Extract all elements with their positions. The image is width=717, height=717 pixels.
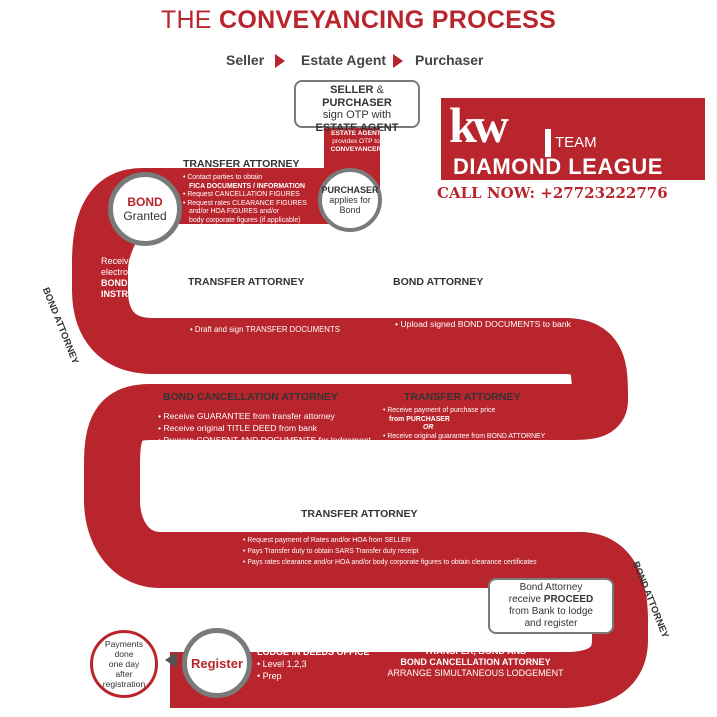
transfer4-heading: TRANSFER ATTORNEY [301, 508, 418, 520]
kw-team-logo: kw TEAM DIAMOND LEAGUE [441, 97, 705, 180]
payments-circle: Payments done one day after registration [90, 630, 158, 698]
arrow-right-icon [393, 54, 403, 68]
otp-box: SELLER & PURCHASER sign OTP with ESTATE … [294, 80, 420, 134]
agent-note-l1: ESTATE AGENT [331, 130, 381, 137]
receives-l3: BOND [101, 278, 128, 288]
page-title: THE CONVEYANCING PROCESS [0, 6, 717, 35]
transfer1-item: Contact parties to obtain [187, 174, 263, 181]
agent-note-l3: CONVEYANCER [330, 146, 382, 153]
bond-cancellation-list: • Receive GUARANTEE from transfer attorn… [158, 411, 371, 445]
kw-team: TEAM [555, 134, 597, 151]
arrow-right-icon [275, 54, 285, 68]
proceed-l1: Bond Attorney [519, 582, 583, 593]
flow-purchaser: Purchaser [415, 52, 484, 68]
transfer4-item: Pays Transfer duty to obtain SARS Transf… [247, 548, 419, 555]
otp-line3: ESTATE AGENT [315, 121, 399, 134]
agent-note-l2: provides OTP to [332, 138, 380, 145]
receives-instruction: Receives electronic BOND INSTRUCTION [101, 256, 163, 300]
agent-note: ESTATE AGENT provides OTP to CONVEYANCER [328, 130, 384, 154]
bond-granted-circle: BOND Granted [108, 172, 182, 246]
receives-l1: Receives [101, 256, 139, 266]
purchaser-l3: Bond [339, 205, 361, 215]
transfer3-item: OR [423, 424, 434, 432]
transfer1-item: FICA DOCUMENTS / INFORMATION [189, 182, 305, 190]
otp-line2: sign OTP with [322, 109, 392, 121]
transfer1-list: • Contact parties to obtain FICA DOCUMEN… [183, 174, 307, 224]
transfer3-heading: TRANSFER ATTORNEY [404, 391, 521, 403]
kw-diamond-league: DIAMOND LEAGUE [453, 154, 663, 179]
transfer2-heading: TRANSFER ATTORNEY [188, 276, 305, 288]
transfer3-item: Receive payment of purchase price [387, 407, 496, 414]
proceed-l2b: PROCEED [543, 594, 594, 605]
transfer1-heading: TRANSFER ATTORNEY [183, 158, 300, 170]
bond-cancellation-item: Prepare CONSENT AND DOCUMENTS for lodgem… [163, 435, 371, 445]
title-bold: CONVEYANCING PROCESS [219, 6, 557, 34]
simultaneous-l1: TRANSFER, BOND AND [424, 646, 527, 656]
transfer2-item: Draft and sign TRANSFER DOCUMENTS [194, 325, 340, 334]
lodge-heading: LODGE IN DEEDS OFFICE [257, 647, 370, 657]
bond-attorney-item: Sends GUARANTEES to transfer attorney [400, 307, 561, 317]
receives-l2: electronic [101, 267, 140, 277]
proceed-l4: and register [524, 618, 578, 629]
otp-amp: & [373, 84, 384, 96]
purchaser-circle: PURCHASER applies for Bond [318, 168, 382, 232]
transfer4-item: Request payment of Rates and/or HOA from… [247, 537, 411, 544]
road-path [72, 120, 648, 708]
proceed-l3b: to lodge [554, 606, 593, 617]
kw-letters: kw [449, 97, 509, 153]
simultaneous-l3: ARRANGE SIMULTANEOUS LODGEMENT [387, 668, 564, 678]
bond-granted-title: BOND [127, 195, 163, 209]
kw-divider [545, 129, 551, 157]
transfer4-list: • PURCHASER pays transfer costs upon req… [243, 526, 537, 566]
bond-cancellation-item: Receive GUARANTEE from transfer attorney [163, 411, 335, 421]
bond-attorney-list: • DRAFT & SIGN bond documents • Sends GU… [395, 295, 571, 329]
transfer1-item: body corporate figures (if applicable) [189, 216, 301, 224]
bond-cancellation-heading: BOND CANCELLATION ATTORNEY [163, 391, 339, 403]
transfer1-item: and/or HOA FIGURES and/or [189, 208, 279, 216]
bond-attorney-heading: BOND ATTORNEY [393, 276, 484, 288]
transfer2-list: • Provides GUARANTEE requirements to bon… [190, 296, 340, 334]
lodge-item: Level 1,2,3 [262, 659, 307, 669]
proceed-l2a: receive [508, 594, 544, 605]
transfer3-item: and send to BOND CANCELLATION ATTORNEY [389, 441, 540, 449]
register-circle: Register [182, 628, 252, 698]
transfer4-item: PURCHASER pays transfer costs upon reque… [247, 526, 393, 533]
call-now: CALL NOW: +27723222776 [437, 184, 668, 202]
flow-estate-agent: Estate Agent [301, 52, 387, 68]
flow-seller: Seller [226, 52, 265, 68]
transfer3-item: from PURCHASER [389, 415, 450, 423]
bond-attorney-item: Upload signed BOND DOCUMENTS to bank [400, 319, 571, 329]
payments-l2: done [114, 649, 134, 659]
payments-l4: after [115, 669, 133, 679]
bond-cancellation-item: Receive original TITLE DEED from bank [163, 423, 318, 433]
proceed-l3: from Bank [509, 606, 555, 617]
payments-l3: one day [108, 659, 140, 669]
transfer3-list: • Receive payment of purchase price from… [383, 407, 546, 449]
payments-l5: registration [102, 679, 146, 689]
receives-l4: INSTRUCTION [101, 289, 163, 299]
lodge-deeds-office: LODGE IN DEEDS OFFICE • Level 1,2,3 • Pr… [257, 647, 370, 681]
transfer1-item: Request CANCELLATION FIGURES [187, 191, 300, 199]
register-label: Register [190, 655, 244, 671]
purchaser-l2: applies for [329, 195, 371, 205]
arrow-left-icon [165, 652, 177, 668]
purchaser-title: PURCHASER [321, 185, 379, 195]
transfer2-item: requirements to bond attorney [196, 305, 301, 315]
payments-l1: Payments [104, 639, 144, 649]
proceed-box: Bond Attorney receive PROCEED from Bank … [488, 578, 614, 634]
transfer4-item: Pays rates clearance and/or HOA and/or b… [247, 559, 537, 566]
transfer2-item: Provides GUARANTEE [194, 296, 276, 305]
otp-purchaser: PURCHASER [322, 96, 392, 109]
bond-granted-sub: Granted [123, 209, 167, 223]
lodge-item: Prep [262, 671, 282, 681]
otp-seller: SELLER [330, 84, 374, 96]
transfer1-item: Request rates CLEARANCE FIGURES [187, 199, 307, 207]
transfer3-item: Receive original guarantee from BOND ATT… [387, 432, 546, 440]
simultaneous-lodgement: TRANSFER, BOND AND BOND CANCELLATION ATT… [368, 646, 583, 679]
simultaneous-l2: BOND CANCELLATION ATTORNEY [400, 657, 551, 667]
bond-attorney-item: DRAFT & SIGN bond documents [400, 295, 527, 305]
title-light: THE [160, 6, 212, 34]
